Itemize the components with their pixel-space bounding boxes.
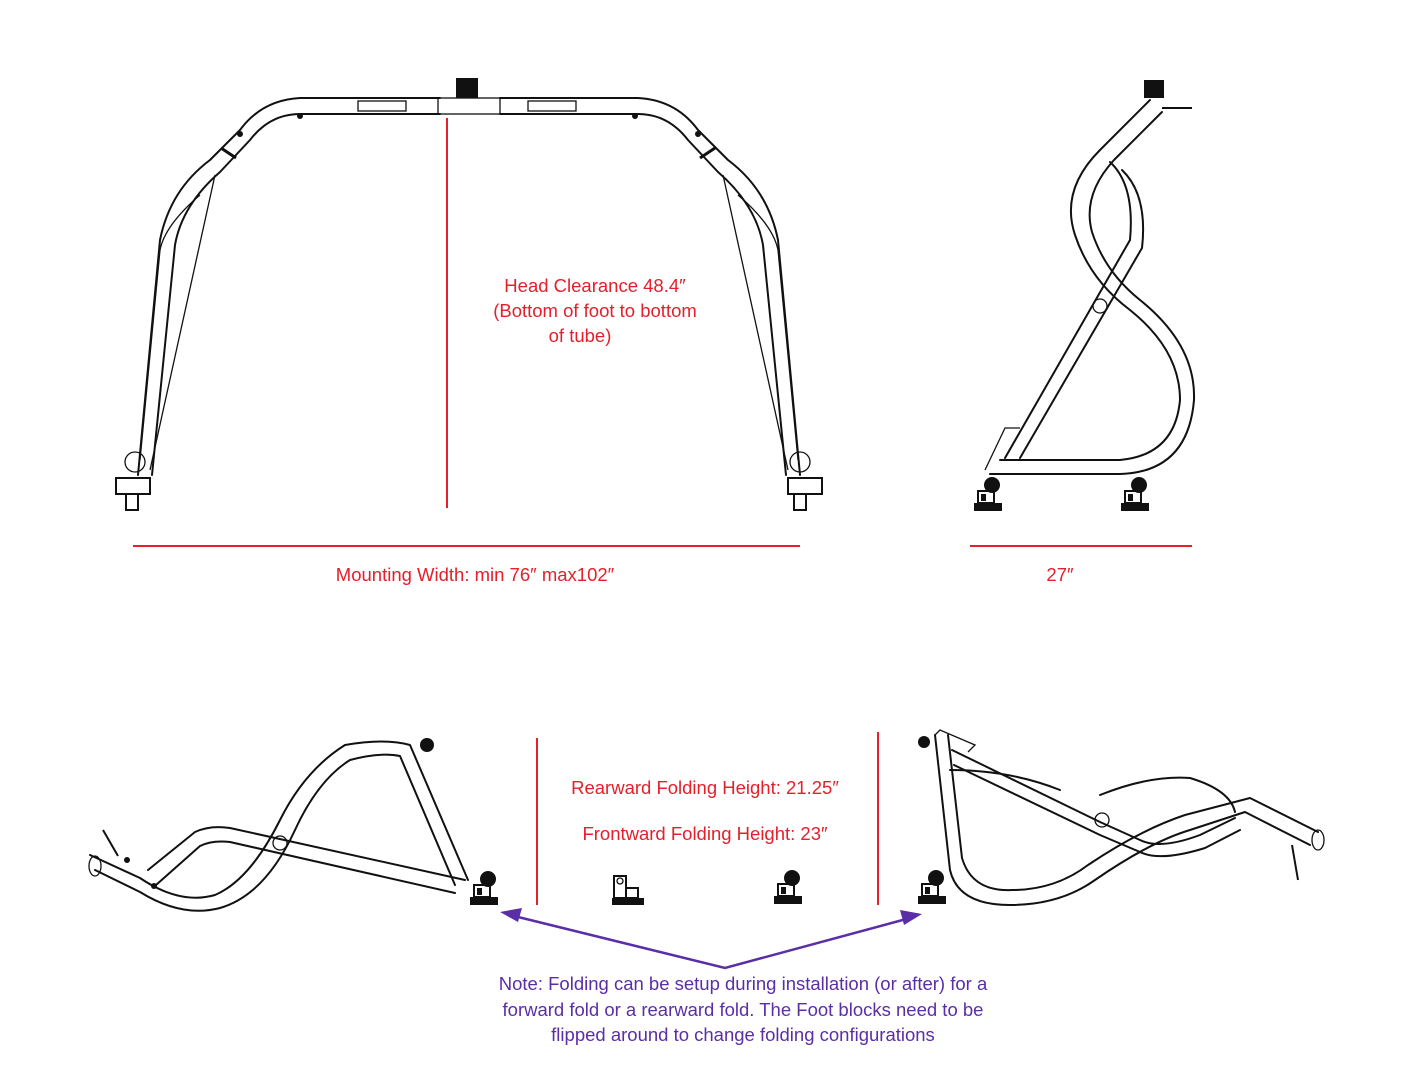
note-line2: forward fold or a rearward fold. The Foo… [502,999,984,1020]
foot-block-rearward [612,875,644,905]
side-view-drawing [973,80,1196,512]
rearward-folded-drawing [88,738,499,912]
foot-block-frontward [773,869,803,905]
head-clearance-note-line2: of tube) [548,325,612,346]
front-view-drawing [115,78,823,511]
note-line3: flipped around to change folding configu… [551,1024,935,1045]
head-clearance-label: Head Clearance 48.4″ [504,275,686,296]
rearward-folding-height-label: Rearward Folding Height: 21.25″ [571,777,839,798]
note-arrows [500,908,922,970]
frontward-folding-height-label: Frontward Folding Height: 23″ [582,823,828,844]
mounting-width-label: Mounting Width: min 76″ max102″ [335,564,615,585]
head-clearance-note-line1: (Bottom of foot to bottom [493,300,697,321]
frontward-folded-drawing [917,729,1325,906]
note-line1: Note: Folding can be setup during instal… [498,973,988,994]
depth-label: 27″ [1046,564,1074,585]
